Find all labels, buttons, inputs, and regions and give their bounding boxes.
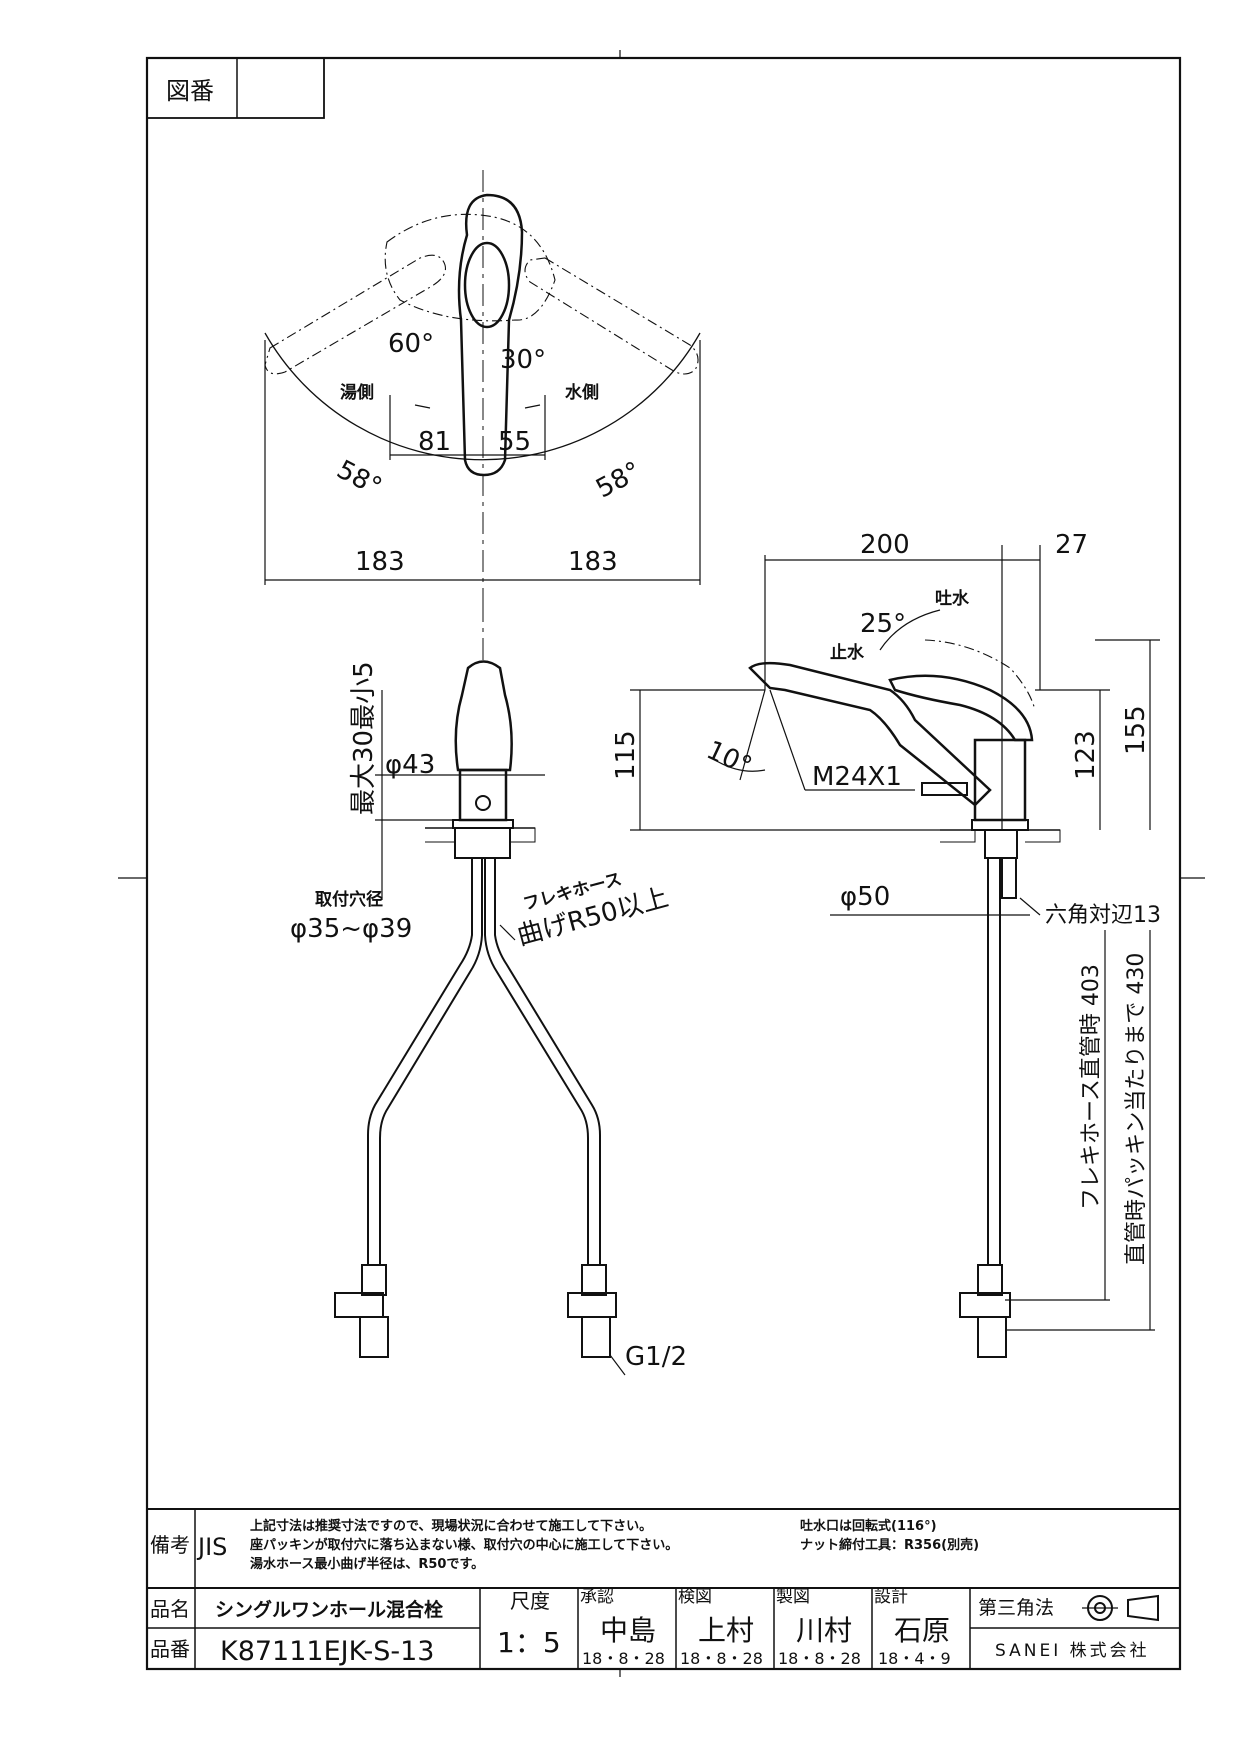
note-line-2: 座パッキンが取付穴に落ち込まない様、取付穴の中心に施工して下さい。: [249, 1537, 678, 1553]
dim-200: 200: [860, 530, 910, 560]
dim-27: 27: [1055, 530, 1088, 560]
code-value: K87111EJK-S-13: [220, 1636, 434, 1667]
design-label: 設計: [874, 1587, 908, 1607]
name-value: シングルワンホール混合栓: [215, 1598, 443, 1621]
title-block-text: 品名 シングルワンホール混合栓 品番 K87111EJK-S-13 尺度 1：5…: [150, 1587, 1150, 1668]
draw-name: 川村: [796, 1614, 852, 1647]
width-left: 183: [355, 547, 405, 577]
design-name: 石原: [894, 1614, 950, 1647]
thread-m24: M24X1: [812, 762, 902, 792]
front-view: [334, 600, 626, 1376]
top-view: [264, 170, 701, 620]
dim-123: 123: [1071, 730, 1101, 780]
notes-block: 備考 JIS 上記寸法は推奨寸法ですので、現場状況に合わせて施工して下さい。 座…: [147, 1508, 1180, 1669]
notes-label: 備考: [150, 1533, 190, 1557]
dim-hot: 81: [418, 427, 451, 457]
arc-left: 58°: [332, 455, 387, 503]
draw-date: 18・8・28: [778, 1649, 861, 1668]
note-line-3: 湯水ホース最小曲げ半径は、R50です。: [250, 1556, 484, 1572]
approve-name: 中島: [600, 1614, 656, 1647]
angle-10: 10°: [702, 735, 756, 782]
note-right-1: 吐水口は回転式(116°): [800, 1518, 937, 1534]
spout-label: 吐水: [935, 588, 970, 609]
dia-50: φ50: [840, 882, 890, 912]
dim-cold: 55: [498, 427, 531, 457]
design-date: 18・4・9: [878, 1649, 951, 1668]
jis-label: JIS: [196, 1533, 227, 1561]
company-name: SANEI 株式会社: [995, 1641, 1150, 1661]
side-view-labels: 200 27 25° 吐水 止水 10° M24X1 115 123 155 φ…: [611, 530, 1161, 1265]
packing-length: 直管時パッキン当たりまで 430: [1124, 953, 1149, 1265]
note-line-1: 上記寸法は推奨寸法ですので、現場状況に合わせて施工して下さい。: [250, 1518, 652, 1534]
angle-25: 25°: [860, 609, 906, 639]
hex-label: 六角対辺13: [1045, 903, 1161, 928]
code-label: 品番: [150, 1637, 190, 1661]
scale-label: 尺度: [510, 1589, 550, 1613]
height-range-dim: 最大30最小5: [349, 661, 379, 815]
note-right-2: ナット締付工具：R356(別売): [800, 1537, 979, 1553]
hole-label: 取付穴径: [315, 889, 383, 910]
name-label: 品名: [150, 1597, 190, 1621]
check-date: 18・8・28: [680, 1649, 763, 1668]
hole-dim: φ35~φ39: [290, 914, 412, 944]
scale-value: 1：5: [497, 1626, 561, 1659]
title-block: [147, 1587, 1180, 1669]
approve-date: 18・8・28: [582, 1649, 665, 1668]
dim-115: 115: [611, 730, 641, 780]
sheet-border: [145, 56, 1182, 1671]
top-view-labels: 湯側 水側 60° 30° 81 55 58° 58° 183 183: [332, 329, 646, 577]
cold-side-label: 水側: [565, 382, 599, 403]
thread-g12: G1/2: [625, 1342, 687, 1372]
arc-right: 58°: [591, 456, 646, 504]
drawing-number-label: 図番: [166, 77, 214, 105]
dia-43: φ43: [385, 750, 435, 780]
check-label: 検図: [678, 1587, 712, 1607]
hose-length: フレキホース直管時 403: [1079, 964, 1104, 1210]
approve-label: 承認: [580, 1587, 614, 1607]
draw-label: 製図: [776, 1587, 810, 1607]
angle-cold: 30°: [500, 345, 546, 375]
hot-side-label: 湯側: [340, 382, 374, 403]
dim-155: 155: [1121, 705, 1151, 755]
drawing-number-box: 図番: [146, 57, 325, 119]
angle-hot: 60°: [388, 329, 434, 359]
side-view: [630, 545, 1160, 1358]
check-name: 上村: [698, 1614, 754, 1647]
width-right: 183: [568, 547, 618, 577]
projection-label: 第三角法: [978, 1597, 1054, 1619]
stop-label: 止水: [830, 642, 865, 663]
